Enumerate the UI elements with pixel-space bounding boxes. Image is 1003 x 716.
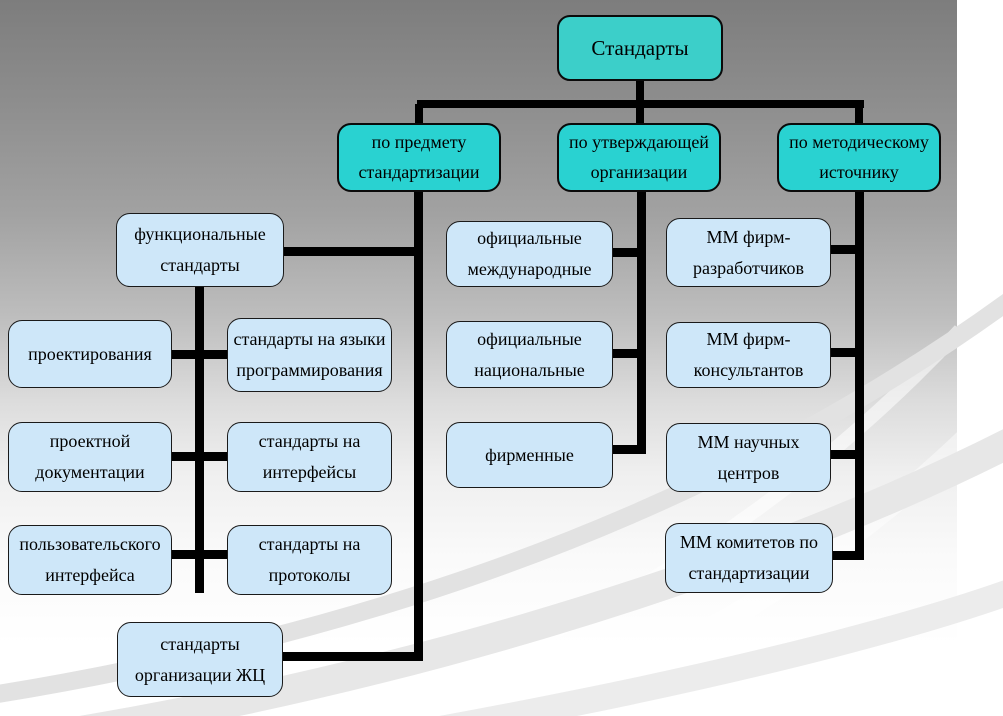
node-label: по методическому источнику bbox=[789, 132, 929, 182]
tree-connector-line bbox=[613, 445, 646, 454]
node-label: проектной документации bbox=[35, 431, 145, 482]
tree-connector-line bbox=[855, 192, 864, 560]
node-label: стандарты на протоколы bbox=[258, 534, 361, 585]
node-root: Стандарты bbox=[557, 15, 723, 81]
tree-connector-line bbox=[172, 350, 227, 359]
node-label: ММ комитетов по стандартизации bbox=[679, 532, 819, 583]
node-cat-predmet: по предмету стандартизации bbox=[337, 123, 501, 192]
tree-connector-line bbox=[613, 349, 646, 358]
node-lang-std: стандарты на языки программирования bbox=[227, 318, 392, 392]
tree-connector-line bbox=[284, 247, 423, 256]
tree-connector-line bbox=[636, 104, 644, 123]
node-label: фирменные bbox=[485, 444, 574, 465]
node-label: стандарты на интерфейсы bbox=[258, 431, 361, 482]
node-mm-nauch: ММ научных центров bbox=[666, 423, 831, 492]
node-interface-std: стандарты на интерфейсы bbox=[227, 422, 392, 492]
node-cat-istochnik: по методическому источнику bbox=[777, 123, 941, 192]
node-label: ММ научных центров bbox=[697, 431, 800, 483]
node-mm-razrab: ММ фирм- разработчиков bbox=[666, 218, 831, 287]
tree-connector-line bbox=[637, 192, 646, 454]
tree-connector-line bbox=[831, 245, 864, 254]
node-label: стандарты организации ЖЦ bbox=[134, 633, 266, 685]
node-label: ММ фирм- разработчиков bbox=[693, 226, 804, 278]
node-label: пользовательского интерфейса bbox=[19, 534, 161, 585]
node-label: стандарты на языки программирования bbox=[233, 329, 386, 380]
node-label: по предмету стандартизации bbox=[358, 132, 480, 182]
node-firmennye: фирменные bbox=[446, 422, 613, 488]
node-official-natl: официальные национальные bbox=[446, 321, 613, 388]
node-proektirovanie: проектирования bbox=[8, 320, 172, 388]
node-proekt-dok: проектной документации bbox=[8, 422, 172, 492]
tree-connector-line bbox=[172, 550, 227, 559]
node-label: проектирования bbox=[28, 343, 152, 364]
tree-connector-line bbox=[283, 652, 423, 661]
node-zhc-std: стандарты организации ЖЦ bbox=[117, 622, 283, 697]
node-mm-komitet: ММ комитетов по стандартизации bbox=[665, 523, 833, 593]
tree-connector-line bbox=[172, 452, 227, 461]
node-label: официальные национальные bbox=[474, 328, 585, 380]
tree-connector-line bbox=[831, 348, 864, 357]
node-label: официальные международные bbox=[467, 228, 592, 279]
tree-connector-line bbox=[415, 104, 423, 123]
node-label: по утверждающей организации bbox=[569, 132, 709, 182]
node-label: Стандарты bbox=[591, 35, 689, 60]
node-protocol-std: стандарты на протоколы bbox=[227, 525, 392, 595]
tree-connector-line bbox=[833, 551, 864, 560]
node-official-intl: официальные международные bbox=[446, 221, 613, 287]
node-user-interface: пользовательского интерфейса bbox=[8, 525, 172, 595]
tree-connector-line bbox=[636, 80, 644, 106]
tree-connector-line bbox=[613, 248, 646, 257]
tree-connector-line bbox=[831, 450, 864, 459]
tree-connector-line bbox=[855, 104, 863, 123]
node-func-std: функциональные стандарты bbox=[116, 213, 284, 287]
node-mm-konsult: ММ фирм- консультантов bbox=[666, 322, 831, 388]
node-label: ММ фирм- консультантов bbox=[693, 329, 804, 380]
tree-connector-line bbox=[414, 192, 423, 661]
node-cat-org: по утверждающей организации bbox=[557, 123, 721, 192]
tree-connector-line bbox=[195, 287, 204, 593]
node-label: функциональные стандарты bbox=[134, 224, 266, 275]
